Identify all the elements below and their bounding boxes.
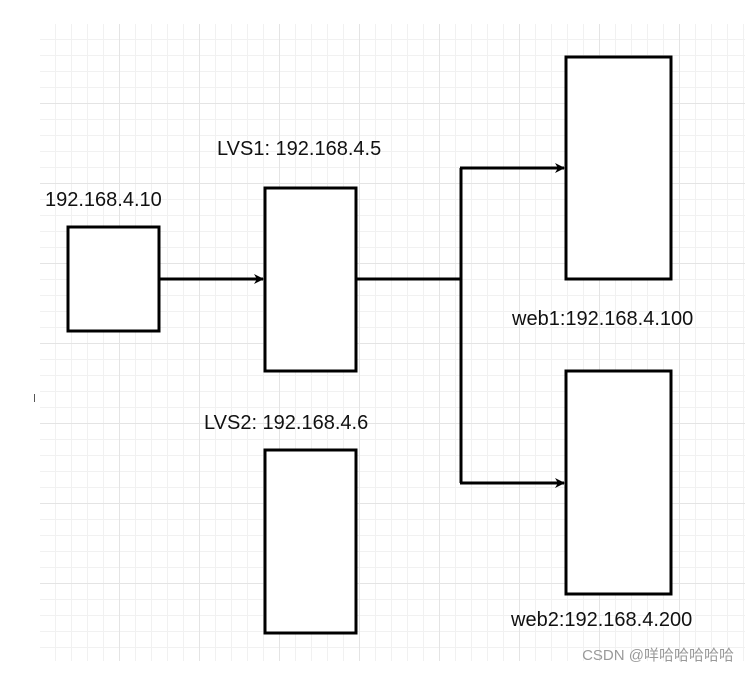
web2-node[interactable] <box>564 369 673 596</box>
lvs2-label: LVS2: 192.168.4.6 <box>204 412 369 434</box>
lvs1-node[interactable] <box>263 186 358 373</box>
client-ip-label: 192.168.4.10 <box>45 189 162 211</box>
web1-label: web1:192.168.4.100 <box>512 308 694 330</box>
web1-node[interactable] <box>564 55 673 281</box>
web2-label: web2:192.168.4.200 <box>511 609 693 631</box>
lvs1-label: LVS1: 192.168.4.5 <box>217 138 382 160</box>
lvs2-node[interactable] <box>263 448 358 635</box>
watermark-text: CSDN @咩哈哈哈哈哈 <box>582 647 734 664</box>
client-node[interactable] <box>66 225 161 333</box>
edge-tick-mark <box>34 394 35 402</box>
